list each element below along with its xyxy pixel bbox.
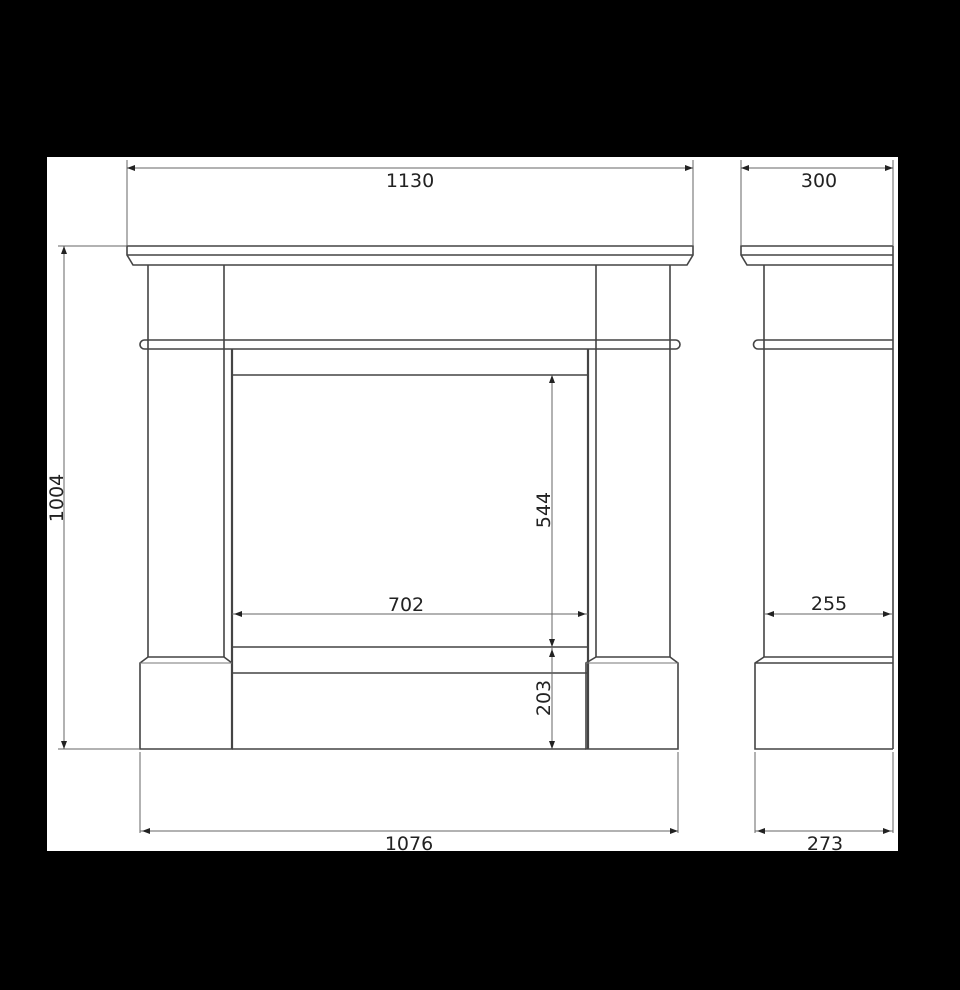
technical-drawing: 1130 300 1004 544 702 203 255 1076 273 xyxy=(47,160,894,851)
dim-hearth-height: 203 xyxy=(533,680,555,716)
dim-base-width: 1076 xyxy=(385,833,433,851)
rail-moulding xyxy=(139,339,681,350)
dim-overall-height: 1004 xyxy=(47,474,68,522)
dimension-labels: 1130 300 1004 544 702 203 255 1076 273 xyxy=(47,170,847,851)
dim-opening-height: 544 xyxy=(533,492,555,528)
dim-opening-width: 702 xyxy=(388,594,424,616)
side-view xyxy=(740,245,894,750)
right-column xyxy=(595,265,671,657)
side-plinth xyxy=(754,656,893,750)
front-view xyxy=(126,245,694,750)
left-column xyxy=(147,265,225,657)
dim-base-depth: 273 xyxy=(807,833,843,851)
side-rail xyxy=(752,339,893,350)
right-plinth xyxy=(585,656,679,750)
dim-body-depth: 255 xyxy=(811,593,847,615)
dim-shelf-depth: 300 xyxy=(801,170,837,192)
dimension-lines xyxy=(58,160,894,834)
left-plinth xyxy=(139,656,233,750)
drawing-canvas: 1130 300 1004 544 702 203 255 1076 273 xyxy=(47,157,898,851)
dim-overall-width-top: 1130 xyxy=(386,170,434,192)
